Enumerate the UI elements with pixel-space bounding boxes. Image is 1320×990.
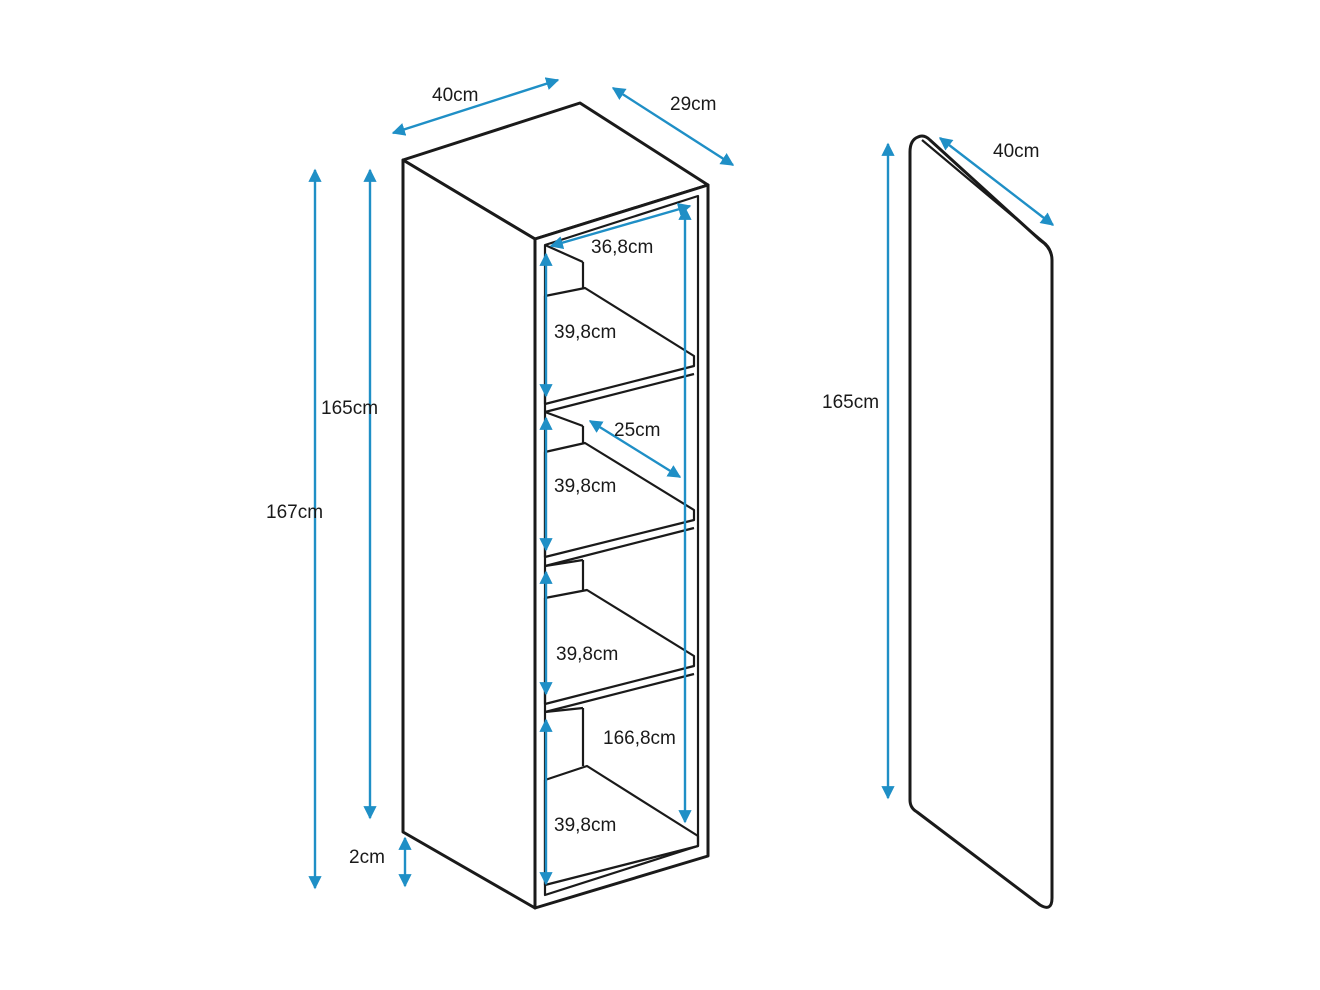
dim-arrow-depth [611, 86, 735, 167]
label-depth: 29cm [670, 94, 716, 115]
back-edge-line [544, 558, 584, 568]
label-body-height: 165cm [321, 398, 378, 419]
label-shelf-height-1: 39,8cm [554, 322, 616, 343]
dimension-labels: 40cm 29cm 36,8cm 39,8cm 25cm 39,8cm 39,8… [266, 85, 1039, 868]
dim-arrow-top-width [391, 77, 560, 136]
door-panel-edge [921, 139, 1054, 261]
shelf-3-front-edge [544, 672, 695, 714]
back-edge-line [544, 410, 584, 428]
label-base-height: 2cm [349, 847, 385, 868]
label-total-height: 167cm [266, 502, 323, 523]
dimension-lines [308, 77, 1055, 890]
label-top-width: 40cm [432, 85, 478, 106]
label-inner-height: 166,8cm [603, 728, 676, 749]
label-door-width: 40cm [993, 141, 1039, 162]
label-shelf-depth: 25cm [614, 420, 660, 441]
door-panel [908, 134, 1054, 909]
label-shelf-height-2: 39,8cm [554, 476, 616, 497]
shelf-1-front-edge [544, 372, 695, 414]
dim-arrow-door-width [938, 137, 1055, 226]
label-inner-width: 36,8cm [591, 237, 653, 258]
back-edge-line [544, 706, 584, 714]
dim-arrow-shelf-depth [588, 419, 682, 479]
shelf-2-front-edge [544, 526, 695, 568]
cabinet-side-face [401, 158, 537, 910]
label-shelf-height-4: 39,8cm [554, 815, 616, 836]
shelf-cabinet [401, 101, 710, 910]
label-door-height: 165cm [822, 392, 879, 413]
door-panel-outline [908, 134, 1054, 909]
label-shelf-height-3: 39,8cm [556, 644, 618, 665]
dim-arrow-inner-width [549, 202, 692, 250]
